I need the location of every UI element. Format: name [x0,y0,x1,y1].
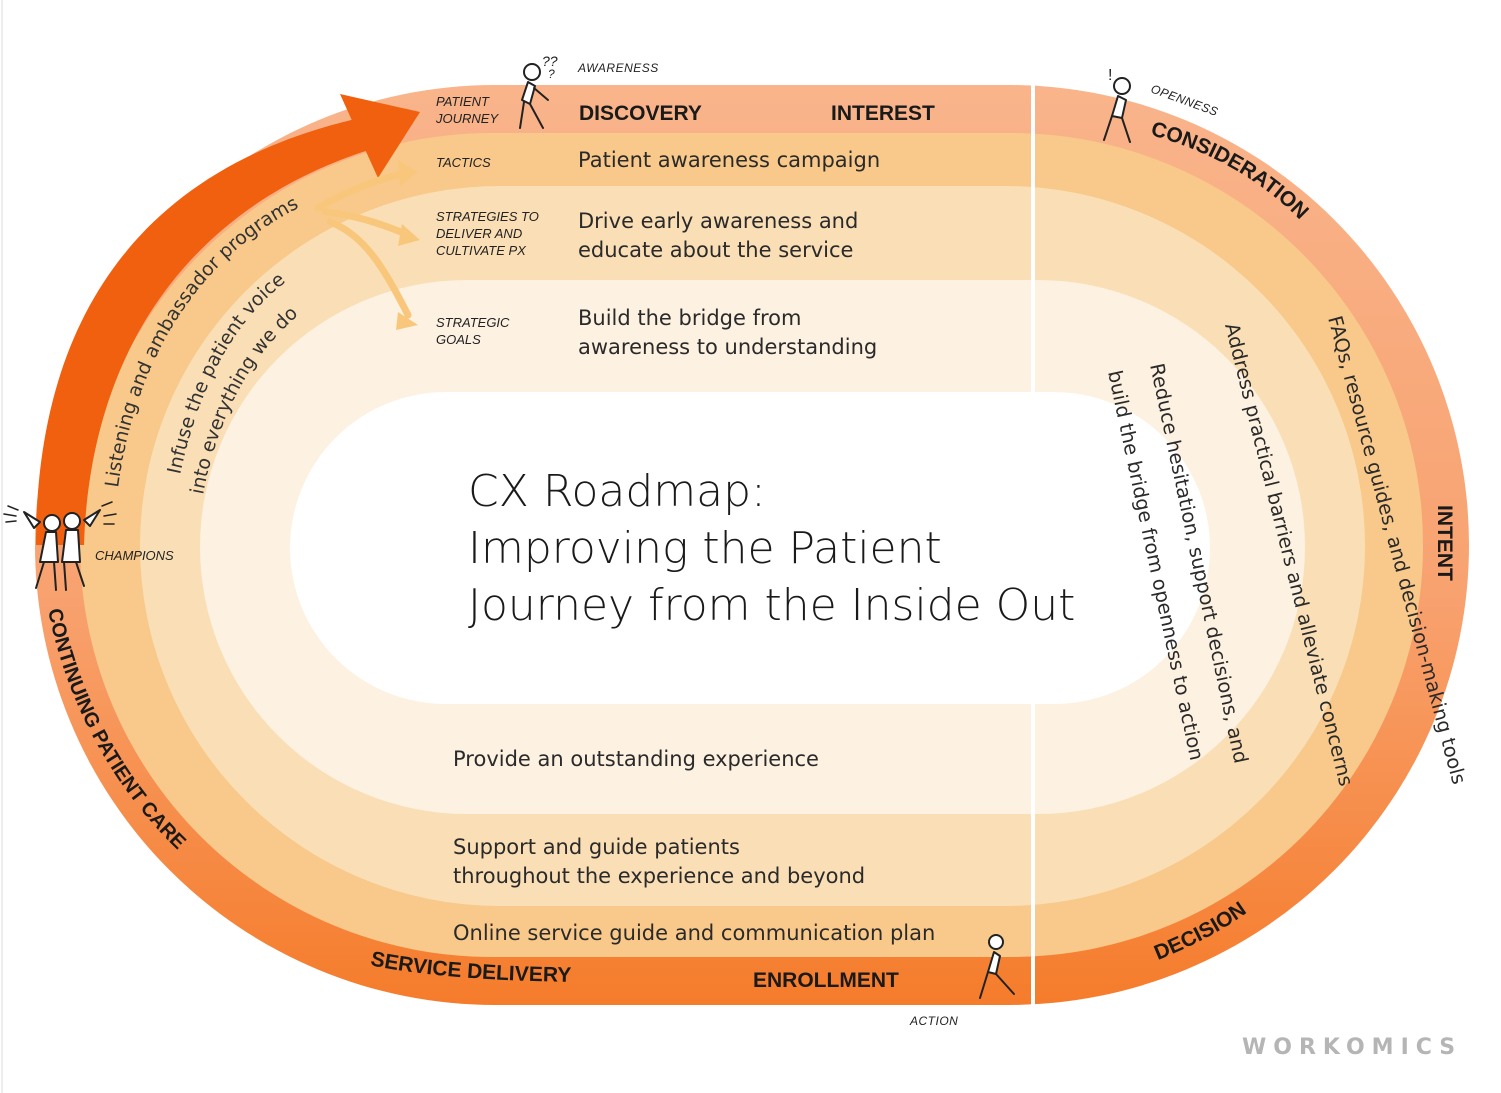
title-line-3: Journey from the Inside Out [468,580,1075,631]
label-patient-journey-1: PATIENT [436,94,490,109]
action-figure-icon [979,934,1015,999]
top-strategy-1: Drive early awareness and [578,209,858,233]
champions-figures-icon [3,501,117,591]
title-line-2: Improving the Patient [468,523,942,574]
top-strategy-2: educate about the service [578,238,853,262]
label-strategies-3: CULTIVATE PX [436,243,527,258]
ring-bands [35,85,1469,1005]
top-tactic: Patient awareness campaign [578,148,880,172]
row-arrowheads [396,160,420,330]
openness-figure-icon: ! [1103,67,1131,143]
mindset-action: ACTION [909,1014,958,1028]
center-area [290,392,1210,704]
awareness-figure-icon: ?? ? [519,53,558,129]
label-strategies-1: STRATEGIES TO [436,209,539,224]
label-tactics: TACTICS [436,155,491,170]
svg-text:??: ?? [542,53,558,69]
bottom-goal: Provide an outstanding experience [453,747,819,771]
workomics-logo: WORKOMICS [1242,1035,1462,1060]
label-patient-journey-2: JOURNEY [435,111,499,126]
mindset-awareness: AWARENESS [577,61,659,75]
row-labels: PATIENT JOURNEY TACTICS STRATEGIES TO DE… [435,94,539,347]
stage-discovery: DISCOVERY [579,102,702,125]
title-line-1: CX Roadmap: [468,466,766,517]
bottom-tactic: Online service guide and communication p… [453,921,935,945]
stage-intent: INTENT [1433,505,1456,581]
label-strategic-goals-2: GOALS [436,332,481,347]
top-goal-1: Build the bridge from [578,306,801,330]
mindset-champions: CHAMPIONS [95,548,174,563]
bottom-strategy-2: throughout the experience and beyond [453,864,865,888]
label-strategies-2: DELIVER AND [436,226,522,241]
top-goal-2: awareness to understanding [578,335,877,359]
svg-text:!: ! [1108,67,1112,84]
svg-text:?: ? [548,67,555,81]
bottom-strategy-1: Support and guide patients [453,835,740,859]
label-strategic-goals-1: STRATEGIC [436,315,510,330]
stage-interest: INTEREST [831,102,935,125]
stage-enrollment: ENROLLMENT [753,969,899,992]
journey-arrow [36,94,420,545]
